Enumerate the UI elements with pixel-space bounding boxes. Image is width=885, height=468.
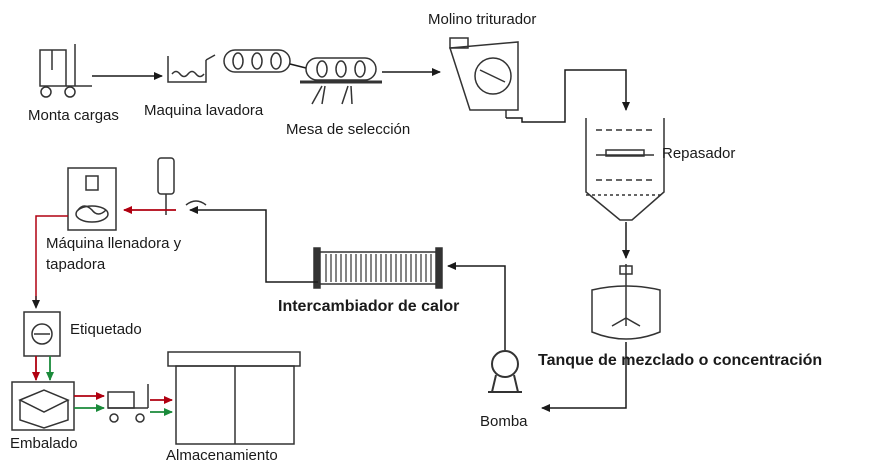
flow-line-red <box>35 215 68 306</box>
label-llenadora-line2: tapadora <box>46 256 106 273</box>
label-etiquetado: Etiquetado <box>70 321 142 338</box>
flow-arrow <box>447 262 506 350</box>
flow-arrow <box>189 206 318 283</box>
forklift-icon <box>39 44 92 98</box>
crusher-icon <box>448 37 519 118</box>
labeler-icon <box>23 311 61 357</box>
roller-conveyor-icon <box>223 49 291 73</box>
label-bomba: Bomba <box>480 413 528 430</box>
pump-icon <box>488 350 522 393</box>
label-mesa-seleccion: Mesa de selección <box>286 121 411 138</box>
label-repasador: Repasador <box>662 145 736 162</box>
label-embalado: Embalado <box>10 435 78 452</box>
heat-exchanger-icon <box>313 247 443 289</box>
label-tanque: Tanque de mezclado o concentración <box>538 352 823 369</box>
flow-line <box>289 63 307 69</box>
label-molino-triturador: Molino triturador <box>428 11 537 28</box>
warehouse-icon <box>167 351 301 445</box>
cart-icon <box>107 384 149 423</box>
label-llenadora-line1: Máquina llenadora y <box>46 235 182 252</box>
boxing-icon <box>11 381 75 431</box>
label-intercambiador: Intercambiador de calor <box>278 298 460 315</box>
refiner-icon <box>585 118 665 221</box>
flow-arrow <box>506 69 630 123</box>
label-maquina-lavadora: Maquina lavadora <box>144 102 264 119</box>
filler-nozzle-icon <box>157 157 207 215</box>
sorting-table-icon <box>300 57 382 105</box>
label-monta-cargas: Monta cargas <box>28 107 119 124</box>
flow-arrow <box>541 342 627 412</box>
washer-icon <box>167 54 216 83</box>
label-almacenamiento: Almacenamiento <box>166 447 278 464</box>
filler-capper-icon <box>67 167 117 231</box>
mixing-tank-icon <box>591 264 661 340</box>
